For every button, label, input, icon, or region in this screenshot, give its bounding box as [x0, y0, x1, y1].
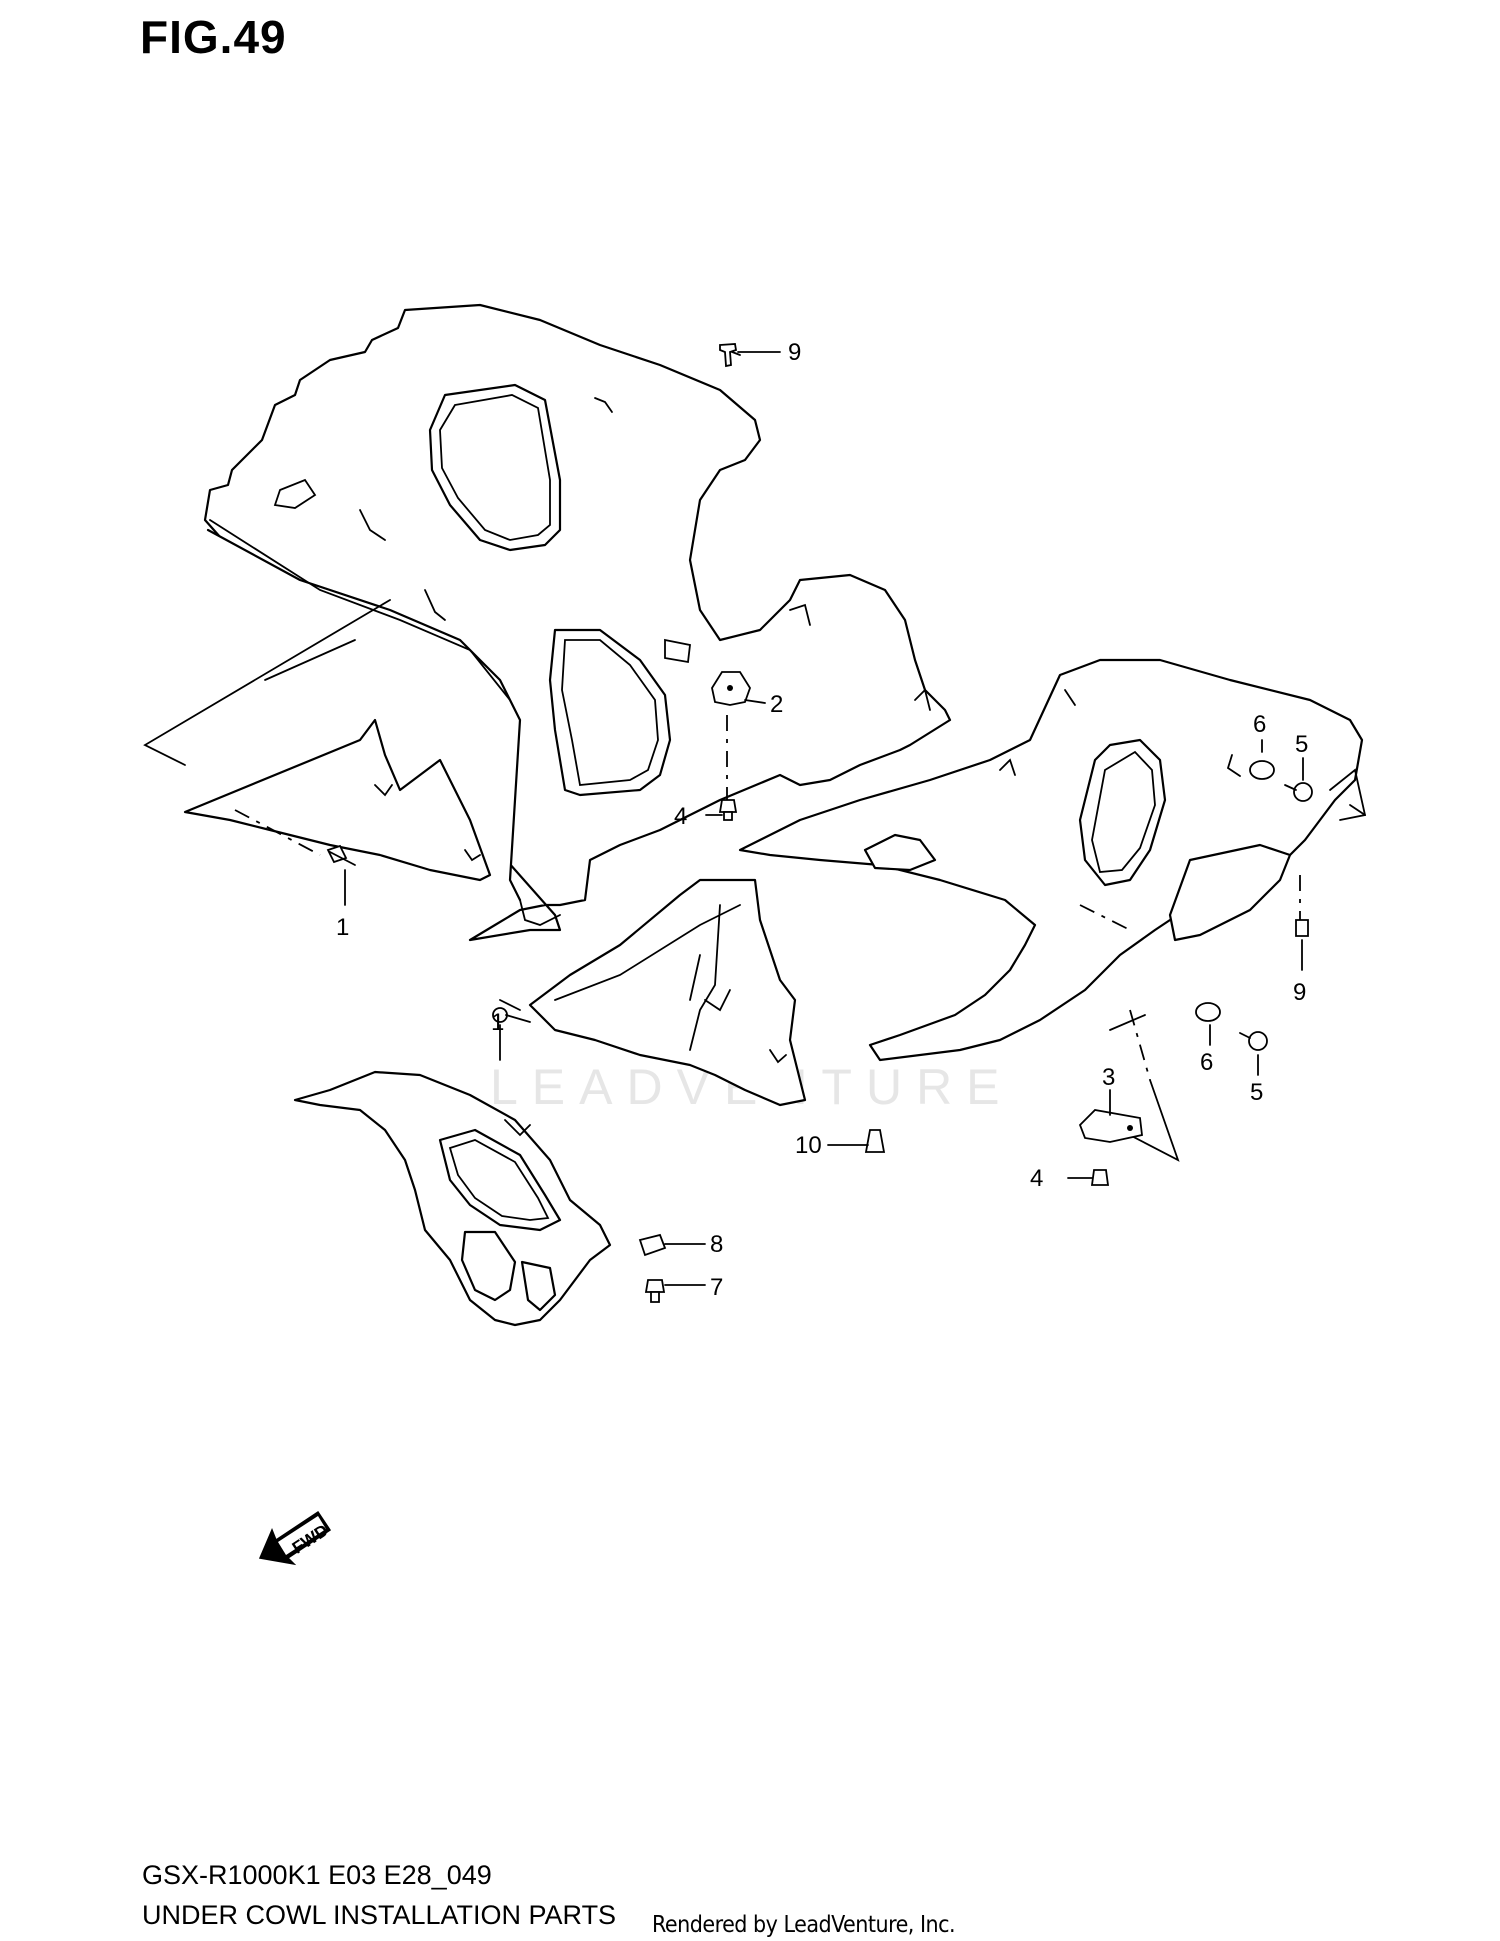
bolt-5-low-icon[interactable] — [1239, 1031, 1268, 1051]
left-inner-panel[interactable] — [183, 718, 492, 882]
bolt-5-top-icon[interactable] — [1284, 782, 1313, 802]
grommet-6-low-icon[interactable] — [1195, 1002, 1221, 1022]
callout-9-top: 9 — [788, 339, 801, 366]
right-under-cowl[interactable] — [738, 658, 1367, 1062]
screw-9-top-icon[interactable] — [719, 343, 738, 368]
forward-arrow-icon: FWD — [258, 1510, 332, 1566]
bracket-3-icon[interactable] — [1078, 1109, 1143, 1143]
callout-6-top: 6 — [1253, 711, 1266, 738]
callout-4-low: 4 — [1030, 1165, 1043, 1192]
callout-5-top: 5 — [1295, 731, 1308, 758]
screw-7-icon[interactable] — [644, 1279, 666, 1303]
rendered-by-credit: Rendered by LeadVenture, Inc. — [652, 1912, 956, 1938]
screw-9-right-icon[interactable] — [1295, 919, 1309, 937]
callout-10: 10 — [795, 1132, 822, 1159]
callout-labels: 9 2 4 1 1 6 5 9 6 5 3 10 4 8 7 — [336, 339, 1308, 1301]
diagram-code: GSX-R1000K1 E03 E28_049 — [142, 1860, 492, 1890]
callout-8: 8 — [710, 1231, 723, 1258]
screw-1-mid-icon[interactable] — [492, 1007, 531, 1023]
callout-7: 7 — [710, 1274, 723, 1301]
callout-9-right: 9 — [1293, 979, 1306, 1006]
callout-4-mid: 4 — [674, 803, 687, 830]
belly-pan[interactable] — [293, 1070, 612, 1327]
callout-3: 3 — [1102, 1064, 1115, 1091]
center-inner-cover[interactable] — [528, 878, 807, 1107]
bracket-2-icon[interactable] — [664, 638, 751, 706]
hardware — [326, 343, 1313, 1303]
callout-6-low: 6 — [1200, 1049, 1213, 1076]
callout-1-left: 1 — [336, 914, 349, 941]
callout-1-mid: 1 — [491, 1009, 504, 1036]
figure-title: FIG.49 — [140, 11, 287, 63]
callout-leaders — [344, 351, 1304, 1286]
bolt-4-low-icon[interactable] — [1090, 1169, 1110, 1186]
screw-1-left-icon[interactable] — [326, 844, 356, 866]
clip-10-icon[interactable] — [864, 1129, 886, 1153]
leader-lines — [143, 349, 1366, 1162]
diagram-caption: UNDER COWL INSTALLATION PARTS — [142, 1900, 617, 1930]
callout-5-low: 5 — [1250, 1079, 1263, 1106]
bolt-4-mid-icon[interactable] — [718, 799, 738, 821]
grommet-6-top-icon[interactable] — [1226, 754, 1275, 780]
callout-2: 2 — [770, 691, 783, 718]
clip-8-icon[interactable] — [638, 1233, 667, 1257]
